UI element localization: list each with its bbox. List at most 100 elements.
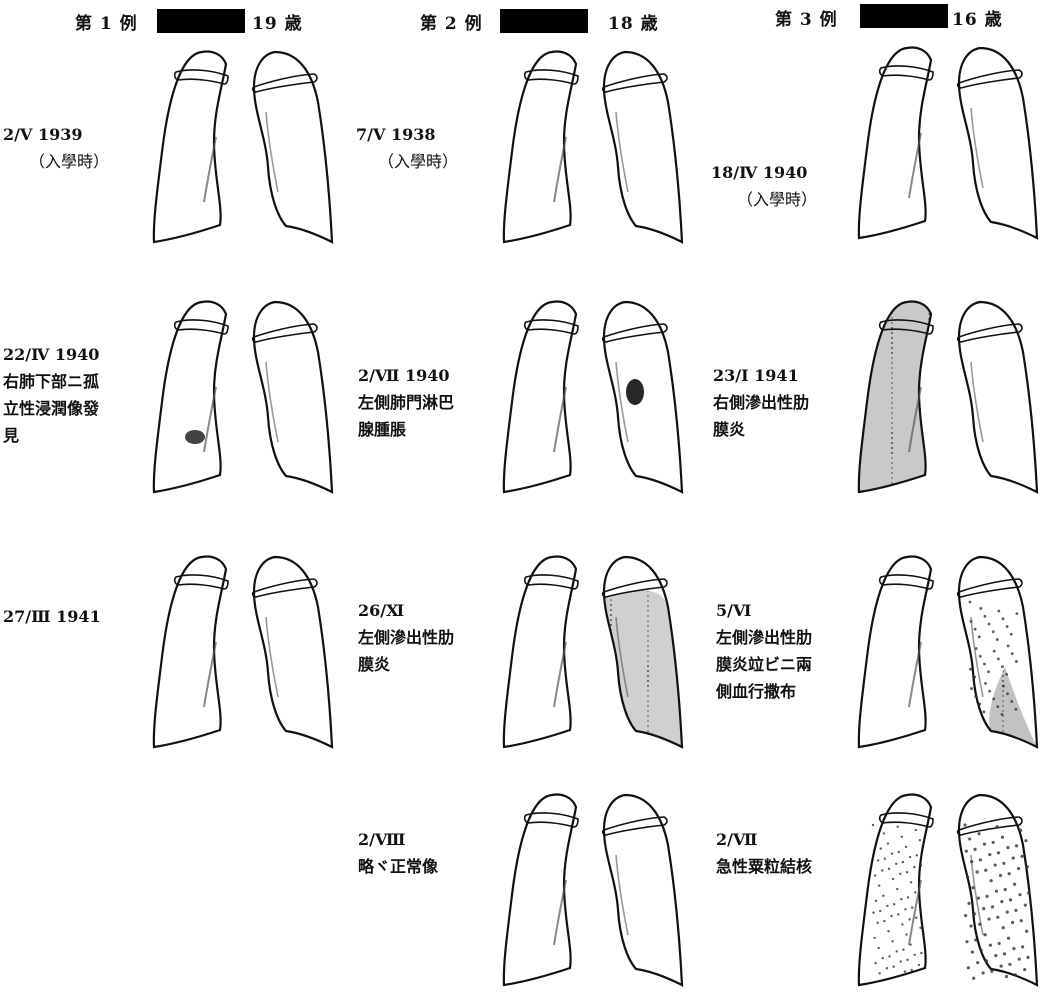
finding-label: 立性浸潤像發 — [3, 395, 99, 422]
clavicle-right — [175, 320, 228, 334]
lung-diagram — [855, 38, 1040, 243]
finding-label: 側血行撒布 — [716, 678, 812, 705]
clavicle-right — [525, 575, 578, 589]
clavicle-left — [603, 74, 667, 92]
right-lung-outline — [859, 557, 931, 748]
redaction-bar — [157, 9, 245, 33]
clavicle-left — [958, 70, 1022, 88]
finding-label: 腺腫脹 — [358, 416, 454, 443]
hilar-marking — [616, 855, 628, 935]
hilar-marking — [909, 642, 921, 707]
date-label: 2/Ⅷ — [358, 826, 438, 853]
finding-label: （入學時） — [356, 148, 458, 175]
hilar-marking — [909, 880, 921, 945]
hilar-marking — [204, 642, 216, 707]
hilar-marking — [909, 133, 921, 198]
lung-diagram — [855, 785, 1040, 990]
clavicle-left — [253, 74, 317, 92]
clavicle-left — [253, 324, 317, 342]
right-lung-outline — [859, 795, 931, 986]
hilar-marking — [266, 112, 278, 192]
clavicle-left — [603, 324, 667, 342]
date-label: 23/Ⅰ 1941 — [713, 362, 809, 389]
clavicle-right — [880, 575, 933, 589]
clavicle-right — [880, 813, 933, 827]
hilar-marking — [971, 855, 983, 935]
left-lung-outline — [254, 302, 332, 492]
date-label: 26/Ⅺ — [358, 597, 454, 624]
right-lung-outline — [504, 795, 576, 986]
finding-label: 膜炎 — [713, 416, 809, 443]
left-lung-outline — [959, 795, 1037, 985]
lung-diagram — [150, 292, 335, 497]
left-lung-outline — [604, 795, 682, 985]
clavicle-right — [525, 813, 578, 827]
hilar-marking — [616, 112, 628, 192]
clavicle-right — [175, 70, 228, 84]
lung-diagram — [150, 547, 335, 752]
case-3-age: 16 歳 — [952, 5, 1003, 30]
case-3-panel-4-caption: 2/Ⅶ 急性粟粒結核 — [716, 826, 812, 880]
finding-label: 左側肺門淋巴 — [358, 389, 454, 416]
case-2-panel-1-caption: 7/Ⅴ 1938 （入學時） — [356, 121, 458, 175]
finding-label: （入學時） — [711, 186, 817, 213]
case-3-label: 第 3 例 — [775, 5, 838, 30]
lymph-node-swelling — [626, 379, 644, 405]
infiltration-focus — [185, 430, 205, 444]
redaction-bar — [500, 9, 588, 33]
left-lung-outline — [959, 48, 1037, 238]
right-lung-outline — [154, 52, 226, 243]
finding-label: 略ヾ正常像 — [358, 853, 438, 880]
right-lung-outline — [154, 557, 226, 748]
case-3-panel-1-caption: 18/Ⅳ 1940 （入學時） — [711, 159, 817, 213]
case-2-panel-2-caption: 2/Ⅶ 1940 左側肺門淋巴 腺腫脹 — [358, 362, 454, 443]
clavicle-right — [880, 66, 933, 80]
finding-label: 右肺下部ニ孤 — [3, 368, 99, 395]
case-1-label: 第 1 例 — [75, 9, 138, 34]
clavicle-right — [175, 575, 228, 589]
left-lung-outline — [254, 557, 332, 747]
date-label: 22/Ⅳ 1940 — [3, 341, 99, 368]
hilar-marking — [971, 108, 983, 188]
hilar-marking — [204, 387, 216, 452]
lung-diagram — [500, 785, 685, 990]
lung-diagram — [500, 547, 685, 752]
date-label: 2/Ⅴ 1939 — [3, 121, 109, 148]
redaction-bar — [860, 4, 948, 28]
clavicle-right — [525, 320, 578, 334]
case-2-age: 18 歳 — [608, 9, 659, 34]
miliary-nodules — [872, 824, 923, 975]
right-lung-outline — [154, 302, 226, 493]
hilar-marking — [554, 880, 566, 945]
date-label: 5/Ⅵ — [716, 597, 812, 624]
clavicle-left — [958, 324, 1022, 342]
lung-diagram — [855, 547, 1040, 752]
clavicle-left — [603, 817, 667, 835]
clavicle-left — [958, 817, 1022, 835]
hilar-marking — [554, 387, 566, 452]
finding-label: 左側滲出性肋 — [716, 624, 812, 651]
hilar-marking — [971, 362, 983, 442]
date-label: 2/Ⅶ 1940 — [358, 362, 454, 389]
right-lung-outline — [504, 557, 576, 748]
clavicle-left — [958, 579, 1022, 597]
hilar-marking — [266, 617, 278, 697]
clavicle-right — [525, 70, 578, 84]
date-label: 27/Ⅲ 1941 — [3, 603, 101, 630]
finding-label: 左側滲出性肋 — [358, 624, 454, 651]
lung-diagram — [500, 42, 685, 247]
finding-label: 急性粟粒結核 — [716, 853, 812, 880]
case-1-panel-3-caption: 27/Ⅲ 1941 — [3, 603, 101, 630]
case-1-panel-1-caption: 2/Ⅴ 1939 （入學時） — [3, 121, 109, 175]
case-2-label: 第 2 例 — [420, 9, 483, 34]
right-lung-outline — [504, 52, 576, 243]
finding-label: 右側滲出性肋 — [713, 389, 809, 416]
left-lung-outline — [254, 52, 332, 242]
left-lung-outline — [604, 52, 682, 242]
right-lung-outline — [859, 48, 931, 239]
case-3-panel-3-caption: 5/Ⅵ 左側滲出性肋 膜炎竝ビニ兩 側血行撒布 — [716, 597, 812, 705]
case-2-panel-4-caption: 2/Ⅷ 略ヾ正常像 — [358, 826, 438, 880]
date-label: 18/Ⅳ 1940 — [711, 159, 817, 186]
hilar-marking — [554, 642, 566, 707]
left-lung-outline — [959, 302, 1037, 492]
